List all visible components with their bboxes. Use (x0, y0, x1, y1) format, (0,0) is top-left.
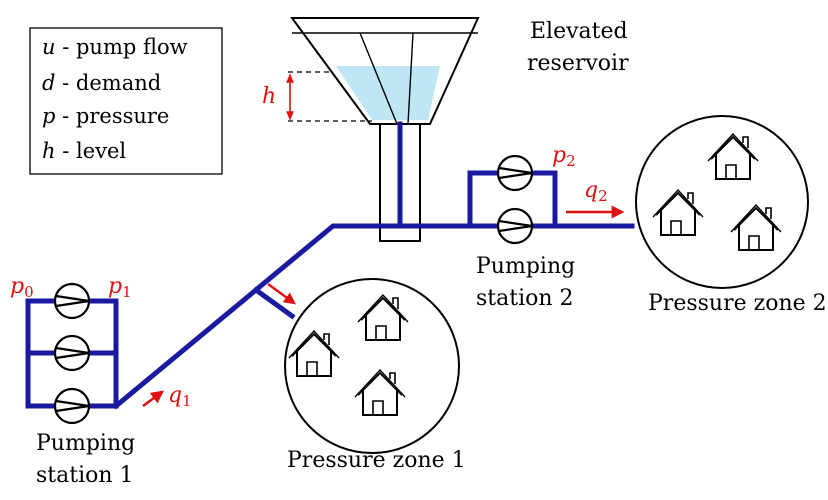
q2-label: q2 (584, 178, 608, 205)
legend-item-p: p - pressure (42, 104, 169, 128)
level-label: h (262, 84, 276, 109)
q1-label: q1 (168, 383, 192, 410)
legend-item-h: h - level (42, 139, 126, 163)
pumping-station-2: p2 Pumping station 2 (467, 143, 576, 311)
pressure-zone-2: Pressure zone 2 (635, 115, 827, 316)
main-pipe (112, 223, 473, 410)
house-icon (354, 369, 406, 416)
pumping-station-1: p0 p1 Pumping station 1 (10, 274, 135, 488)
pump-icon (53, 387, 91, 425)
pipeline (112, 223, 635, 410)
reservoir-label-line1: Elevated (530, 19, 628, 44)
flow-q1: q1 (142, 383, 192, 410)
legend-item-d: d - demand (42, 71, 161, 95)
legend: u - pump flow d - demand p - pressure h … (29, 27, 223, 175)
house-icon (357, 294, 409, 341)
level-indicator: h (262, 71, 372, 122)
demand-arrow-zone1 (267, 283, 296, 305)
reservoir-label-line2: reservoir (527, 51, 629, 76)
zone2-label: Pressure zone 2 (648, 291, 827, 316)
p2-label: p2 (552, 143, 576, 170)
pump-icon (53, 334, 91, 372)
elevated-reservoir: Elevated reservoir (290, 17, 629, 242)
pump-icon (496, 207, 534, 245)
house-icon (730, 204, 782, 251)
pump-icon (496, 154, 534, 192)
flow-q2: q2 (566, 178, 625, 219)
p1-label: p1 (108, 274, 132, 301)
station2-label-line2: station 2 (476, 286, 574, 311)
arrow-icon (142, 390, 165, 408)
zone1-branch-pipe (252, 286, 296, 320)
station2-label-line1: Pumping (476, 254, 575, 279)
zone1-label: Pressure zone 1 (287, 448, 466, 473)
legend-item-u: u - pump flow (42, 35, 188, 59)
house-icon (288, 330, 340, 377)
p0-label: p0 (10, 274, 34, 301)
reservoir-water (336, 66, 440, 120)
station1-label-line1: Pumping (36, 431, 135, 456)
station1-label-line2: station 1 (36, 463, 134, 488)
pressure-zone-1: Pressure zone 1 (284, 278, 466, 473)
pump-icon (53, 282, 91, 320)
house-icon (707, 133, 759, 180)
house-icon (652, 189, 704, 236)
